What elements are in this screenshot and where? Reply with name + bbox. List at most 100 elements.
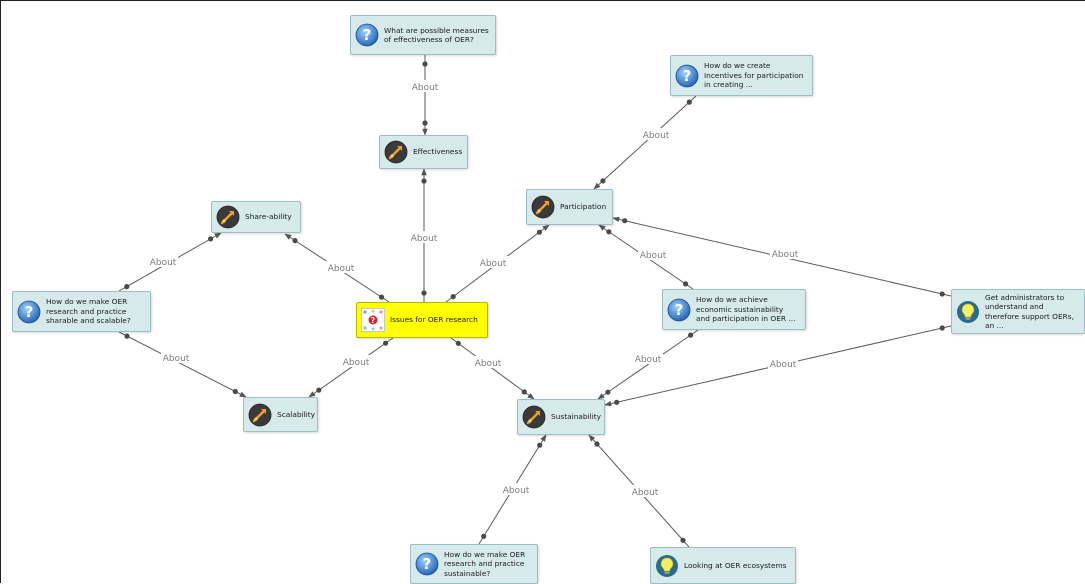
edge-label: About	[163, 354, 190, 364]
edge-q_effect-effect[interactable]: About	[410, 55, 440, 136]
edge-label: About	[475, 359, 502, 369]
edge-idea_admin-sustain[interactable]: About	[604, 325, 952, 407]
edge-handle-dot[interactable]	[537, 442, 543, 448]
edge-label-bg	[478, 256, 508, 268]
edge-label: About	[150, 258, 177, 268]
edge-line	[593, 95, 697, 190]
edge-handle-dot[interactable]	[605, 389, 611, 395]
edge-handle-dot[interactable]	[622, 218, 628, 224]
edge-handle-dot[interactable]	[521, 389, 527, 395]
svg-text:?: ?	[371, 316, 376, 325]
node-label: How do we create Incentives for particip…	[704, 61, 804, 90]
issue-icon	[248, 403, 272, 427]
edge-handle-dot[interactable]	[594, 441, 600, 447]
node-sustain[interactable]: Sustainability	[517, 399, 605, 435]
edge-label-bg	[148, 255, 178, 267]
edge-handle-dot[interactable]	[383, 340, 389, 346]
node-share[interactable]: Share-ability	[211, 201, 301, 233]
edge-line	[450, 337, 535, 400]
question-icon: ?	[17, 300, 41, 324]
node-q_effect[interactable]: ? What are possible measures of effective…	[350, 15, 496, 55]
edge-handle-dot[interactable]	[450, 294, 456, 300]
node-q_econ[interactable]: ?How do we achieve economic sustainabili…	[662, 289, 806, 330]
edge-handle-dot[interactable]	[606, 229, 612, 235]
edge-handle-dot[interactable]	[688, 332, 694, 338]
edge-handle-dot[interactable]	[124, 284, 130, 290]
edge-root-effect[interactable]: About	[409, 168, 439, 302]
edge-idea_eco-sustain[interactable]: About	[588, 434, 690, 548]
edge-handle-dot[interactable]	[316, 387, 322, 393]
node-root[interactable]: ?Issues for OER research	[356, 302, 488, 338]
node-particip[interactable]: Participation	[526, 189, 613, 225]
svg-text:?: ?	[25, 303, 34, 321]
edge-label: About	[411, 234, 438, 244]
node-label: How do we make OER research and practice…	[444, 549, 526, 578]
node-label: Scalability	[277, 409, 315, 419]
edge-handle-dot[interactable]	[422, 61, 428, 67]
edge-q_share-share[interactable]: About	[118, 232, 222, 292]
idea-lightbulb-icon	[956, 300, 980, 324]
edge-label-bg	[161, 351, 191, 363]
edge-handle-dot[interactable]	[421, 290, 427, 296]
edge-handle-dot[interactable]	[680, 537, 686, 543]
edge-label-bg	[641, 128, 671, 140]
edge-label-bg	[638, 248, 668, 260]
edge-label: About	[480, 259, 507, 269]
question-icon: ?	[415, 552, 439, 576]
edge-label: About	[632, 488, 659, 498]
edge-handle-dot[interactable]	[939, 325, 945, 331]
node-q_share[interactable]: ?How do we make OER research and practic…	[12, 291, 151, 332]
node-q_incent[interactable]: ?How do we create Incentives for partici…	[670, 55, 813, 96]
question-icon: ?	[675, 64, 699, 88]
edge-q_econ-particip[interactable]: About	[598, 224, 694, 290]
node-q_sust[interactable]: ? How do we make OER research and practic…	[410, 544, 538, 584]
issue-icon	[384, 140, 408, 164]
edge-handle-dot[interactable]	[614, 399, 620, 405]
map-icon: ?	[361, 308, 385, 332]
edge-handle-dot[interactable]	[683, 281, 689, 287]
edge-handle-dot[interactable]	[378, 294, 385, 300]
idea-lightbulb-icon	[655, 554, 679, 578]
edge-q_incent-particip[interactable]: About	[593, 95, 697, 190]
edge-handle-dot[interactable]	[422, 120, 428, 126]
edge-q_sust-sustain[interactable]: About	[478, 434, 547, 545]
edge-line	[118, 331, 247, 398]
question-icon: ?	[667, 298, 691, 322]
edge-handle-dot[interactable]	[939, 291, 945, 297]
edge-label-bg	[770, 247, 800, 259]
issue-icon	[522, 405, 546, 429]
edge-handle-dot[interactable]	[600, 178, 606, 184]
edge-root-scal[interactable]: About	[308, 337, 394, 398]
edge-handle-dot[interactable]	[455, 340, 461, 346]
edge-label-bg	[341, 355, 371, 367]
edge-label: About	[343, 358, 370, 368]
edge-root-share[interactable]: About	[284, 233, 390, 303]
edge-label-bg	[768, 357, 798, 369]
node-idea_eco[interactable]: Looking at OER ecosystems	[650, 547, 796, 584]
node-scal[interactable]: Scalability	[243, 397, 318, 432]
node-effect[interactable]: Effectiveness	[379, 135, 468, 169]
svg-text:?: ?	[363, 26, 372, 44]
edge-q_share-scal[interactable]: About	[118, 331, 247, 398]
edge-root-sustain[interactable]: About	[450, 337, 535, 400]
edge-idea_admin-particip[interactable]: About	[612, 216, 952, 297]
node-label: What are possible measures of effectiven…	[384, 25, 489, 44]
edge-handle-dot[interactable]	[124, 333, 130, 339]
node-idea_admin[interactable]: Get administrators to understand and the…	[951, 289, 1085, 334]
edge-root-particip[interactable]: About	[445, 224, 550, 303]
edge-q_econ-sustain[interactable]: About	[597, 329, 699, 400]
edge-handle-dot[interactable]	[292, 238, 298, 244]
edge-label: About	[635, 355, 662, 365]
svg-text:?: ?	[423, 555, 432, 573]
edge-line	[597, 329, 699, 400]
edge-handle-dot[interactable]	[208, 236, 214, 242]
node-label: Get administrators to understand and the…	[985, 292, 1074, 330]
edge-handle-dot[interactable]	[686, 99, 692, 105]
edge-handle-dot[interactable]	[421, 178, 427, 184]
edge-handle-dot[interactable]	[536, 229, 543, 235]
edge-handle-dot[interactable]	[481, 533, 487, 539]
issue-icon	[216, 205, 240, 229]
issue-icon	[531, 195, 555, 219]
edge-handle-dot[interactable]	[232, 388, 238, 395]
